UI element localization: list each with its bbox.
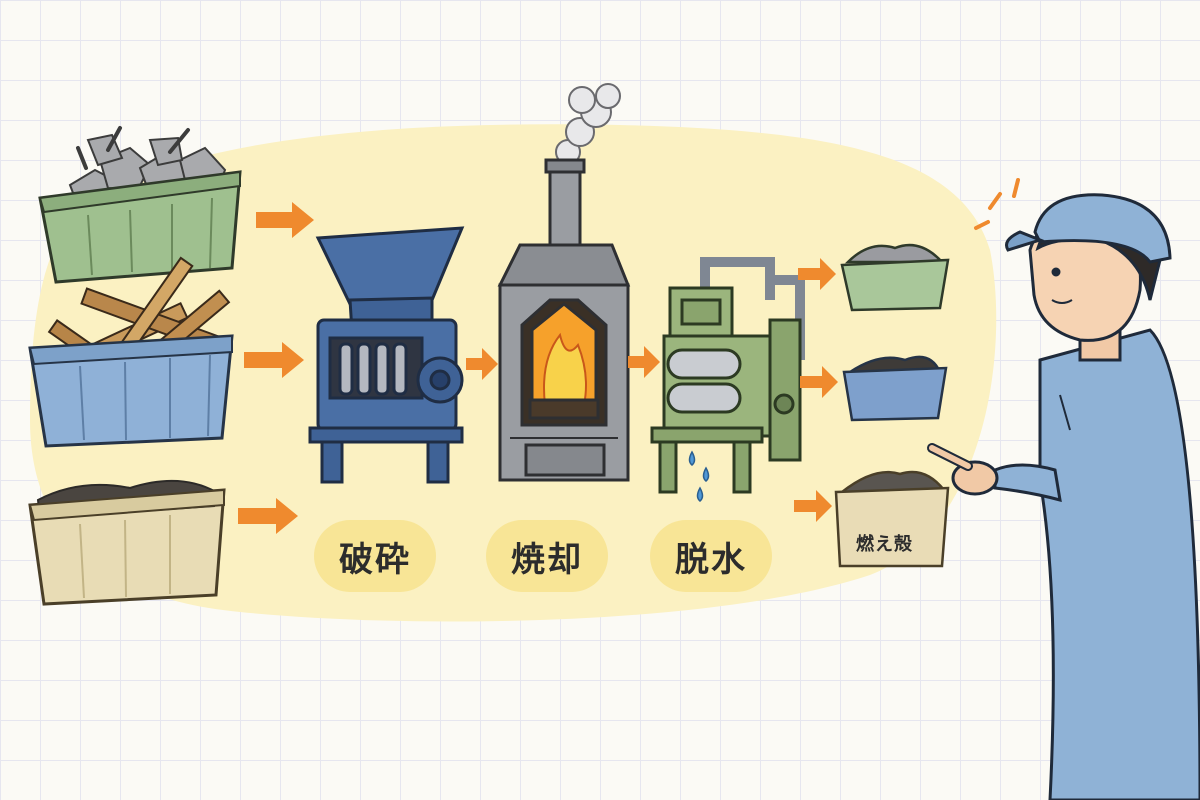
arrow-right-icon [256, 202, 314, 238]
arrow-right-icon [466, 348, 498, 380]
step-label-text: 破砕 [339, 539, 411, 580]
arrow-right-icon [798, 258, 836, 290]
step-label-incineration: 焼却 [486, 520, 608, 592]
arrow-right-icon [238, 498, 298, 534]
dewatered-sludge-tray [842, 355, 948, 422]
incinerator [497, 83, 631, 482]
ash-label: 燃え殻 [856, 534, 913, 555]
ash-output-box [834, 470, 950, 568]
concrete-debris-bin [38, 126, 242, 284]
arrow-right-icon [794, 490, 832, 522]
smoke [555, 83, 621, 165]
worker [927, 178, 1200, 800]
arrow-right-icon [800, 366, 838, 398]
input-arrows [238, 202, 314, 534]
sludge-bin [28, 479, 226, 606]
arrow-right-icon [244, 342, 304, 378]
step-label-text: 焼却 [511, 539, 583, 580]
rebar-pieces [76, 126, 190, 170]
step-label-dewatering: 脱水 [650, 520, 772, 592]
step-label-text: 脱水 [675, 539, 747, 580]
output-arrows [794, 258, 838, 522]
step-label-crushing: 破砕 [314, 520, 436, 592]
dewatering-press [650, 257, 805, 502]
aggregate-output-tray [840, 243, 950, 312]
water-drops [688, 450, 710, 502]
arrow-right-icon [628, 346, 660, 378]
crusher-machine [308, 226, 465, 484]
wood-scrap-bin [28, 256, 234, 448]
